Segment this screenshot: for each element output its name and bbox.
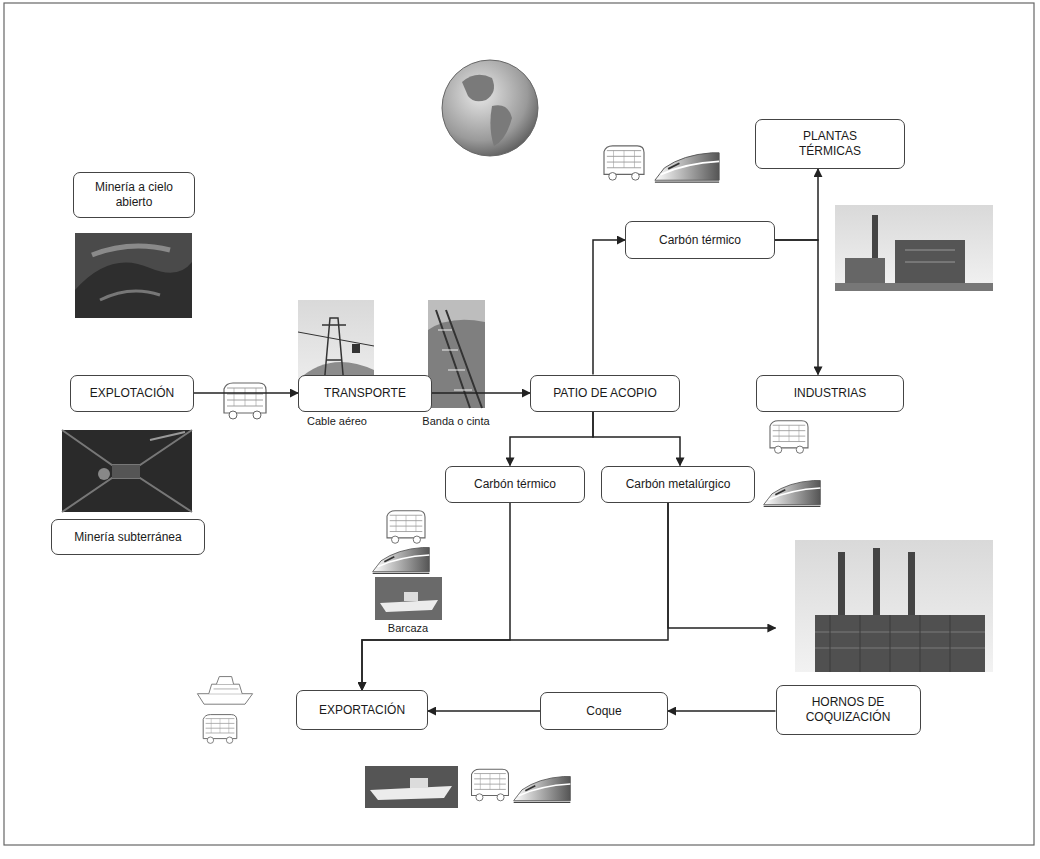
box-label: INDUSTRIAS: [794, 386, 867, 401]
truck-icon: [203, 715, 237, 744]
truck-icon: [387, 511, 425, 544]
flow-arrow: [593, 412, 680, 466]
flow-arrow: [362, 503, 510, 691]
truck-icon: [770, 421, 808, 454]
process-box: TRANSPORTE: [298, 375, 432, 412]
box-label: EXPORTACIÓN: [319, 703, 405, 718]
process-box: Carbón térmico: [445, 466, 585, 503]
underground-mine-photo: [62, 430, 192, 512]
box-label: Minería a cielo abierto: [88, 180, 180, 210]
process-box: Coque: [540, 692, 668, 730]
train-icon: [373, 548, 430, 574]
process-box: INDUSTRIAS: [756, 375, 904, 412]
ship-icon: [197, 677, 252, 705]
process-box: PLANTAS TÉRMICAS: [755, 119, 905, 169]
flow-arrow: [668, 710, 776, 712]
barge-photo: [365, 766, 458, 808]
conveyor-belt-photo: [428, 300, 485, 408]
flow-arrow: [593, 240, 625, 375]
open-pit-photo: [75, 233, 192, 318]
process-box: Carbón metalúrgico: [601, 466, 755, 503]
truck-icon: [224, 383, 266, 419]
truck-icon: [472, 769, 509, 801]
flow-arrow: [510, 412, 593, 466]
train-icon: [655, 153, 719, 182]
process-box: EXPORTACIÓN: [296, 690, 428, 730]
truck-icon: [604, 146, 644, 180]
train-icon: [514, 777, 571, 803]
frame: [4, 3, 1034, 845]
process-box: Minería subterránea: [51, 519, 205, 555]
box-label: TRANSPORTE: [324, 386, 406, 401]
process-box: Minería a cielo abierto: [73, 172, 195, 218]
transport-label: Banda o cinta: [420, 415, 491, 427]
train-icon: [764, 481, 821, 507]
flow-arrow: [362, 503, 668, 691]
flow-arrow: [432, 392, 530, 394]
coke-oven-photo: [795, 540, 993, 672]
box-label: Coque: [586, 704, 621, 719]
barge-photo: [375, 577, 442, 620]
box-label: Minería subterránea: [74, 530, 181, 545]
box-label: Carbón térmico: [474, 477, 556, 492]
transport-label: Cable aéreo: [305, 415, 369, 427]
process-box: EXPLOTACIÓN: [70, 375, 194, 412]
box-label: Carbón metalúrgico: [626, 477, 731, 492]
process-box: PATIO DE ACOPIO: [530, 375, 680, 412]
box-label: PLANTAS TÉRMICAS: [784, 129, 876, 159]
box-label: Carbón térmico: [659, 233, 741, 248]
flow-arrow: [194, 392, 298, 394]
process-box: Carbón térmico: [625, 221, 775, 259]
flow-arrow: [775, 240, 818, 375]
box-label: EXPLOTACIÓN: [90, 386, 174, 401]
flow-arrow: [775, 169, 818, 240]
box-label: HORNOS DE COQUIZACIÓN: [793, 695, 903, 725]
power-plant-photo: [835, 205, 993, 291]
box-label: PATIO DE ACOPIO: [553, 386, 657, 401]
flow-arrow: [668, 503, 776, 629]
process-box: HORNOS DE COQUIZACIÓN: [776, 685, 921, 735]
transport-label: Barcaza: [386, 622, 430, 634]
flow-arrow: [428, 710, 540, 712]
globe: [442, 60, 538, 156]
